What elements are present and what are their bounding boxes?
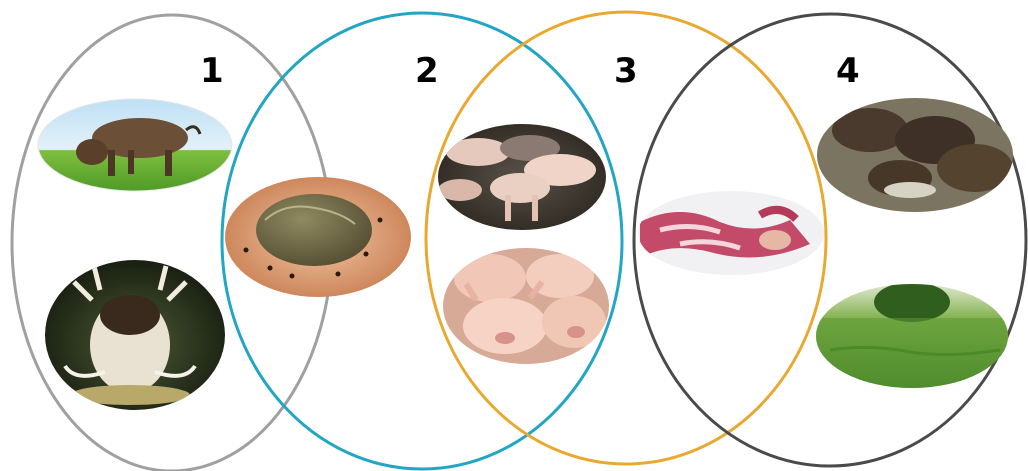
group-3-label: 3 (614, 51, 638, 91)
raw-pork-meat-image (638, 191, 824, 275)
group-2-label: 2 (415, 51, 439, 91)
piglets-in-pen-image (438, 124, 606, 230)
group-1-label: 1 (200, 51, 224, 91)
wild-boars-feeding-image (817, 98, 1013, 212)
group-4-label: 4 (836, 51, 860, 91)
dung-ball-image (225, 177, 411, 297)
piglets-group-image (443, 248, 609, 364)
warthog-grazing-image (38, 99, 232, 191)
green-crop-field-image (816, 282, 1008, 388)
red-river-hog-image (45, 260, 225, 410)
